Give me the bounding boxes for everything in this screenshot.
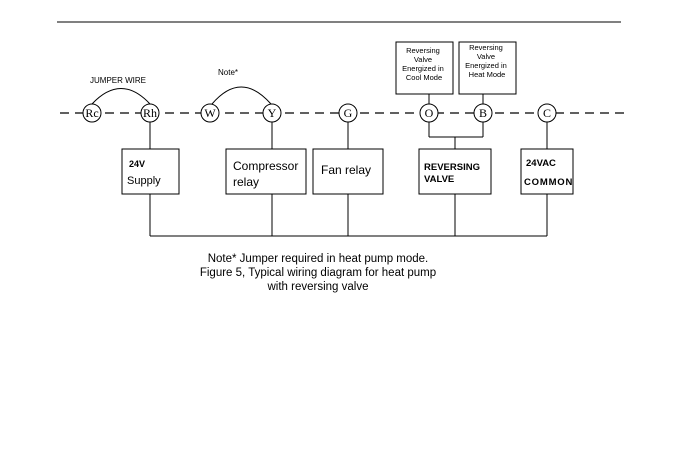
svg-text:Rc: Rc [85, 106, 98, 120]
svg-text:Rh: Rh [143, 106, 157, 120]
supply-box: 24V Supply [122, 149, 179, 194]
svg-text:24VAC: 24VAC [526, 158, 556, 169]
svg-text:Reversing Valve En: Reversing Valve Energized in Heat Mode [465, 43, 509, 79]
terminal-y: Y [263, 104, 281, 122]
svg-text:relay: relay [233, 175, 259, 189]
common-box: 24VAC COMMON [521, 149, 573, 194]
caption-line-2: Figure 5, Typical wiring diagram for hea… [200, 267, 436, 279]
fan-relay-box: Fan relay [313, 149, 383, 194]
svg-text:Y: Y [268, 106, 277, 120]
svg-text:COMMON: COMMON [524, 177, 573, 188]
valve-heat-note: Reversing Valve Energized in Heat Mode [459, 42, 516, 94]
terminal-o: O [420, 104, 438, 122]
terminal-b: B [474, 104, 492, 122]
svg-text:Fan relay: Fan relay [321, 163, 371, 177]
caption-line-3: with reversing valve [267, 281, 369, 293]
svg-text:G: G [344, 106, 353, 120]
note-jumper-arc [212, 87, 271, 104]
compressor-relay-box: Compressor relay [226, 149, 306, 194]
svg-text:24V: 24V [129, 159, 145, 169]
terminal-c: C [538, 104, 556, 122]
jumper-wire-arc [92, 89, 150, 105]
terminal-w: W [201, 104, 219, 122]
note-star-label: Note* [218, 68, 238, 77]
svg-text:Reversing Valve En: Reversing Valve Energized in Cool Mode [402, 46, 446, 82]
reversing-valve-box: REVERSING VALVE [419, 149, 491, 194]
terminal-rc: Rc [83, 104, 101, 122]
svg-text:C: C [543, 106, 551, 120]
caption-line-1: Note* Jumper required in heat pump mode. [208, 253, 429, 265]
jumper-wire-label: JUMPER WIRE [90, 76, 146, 85]
svg-text:REVERSING: REVERSING [424, 162, 480, 173]
terminal-g: G [339, 104, 357, 122]
svg-text:VALVE: VALVE [424, 174, 454, 185]
svg-text:B: B [479, 106, 487, 120]
svg-text:Supply: Supply [127, 175, 161, 187]
svg-text:Compressor: Compressor [233, 159, 298, 173]
svg-text:W: W [204, 106, 216, 120]
svg-text:O: O [425, 106, 434, 120]
valve-cool-note: Reversing Valve Energized in Cool Mode [396, 42, 453, 94]
terminal-rh: Rh [141, 104, 159, 122]
